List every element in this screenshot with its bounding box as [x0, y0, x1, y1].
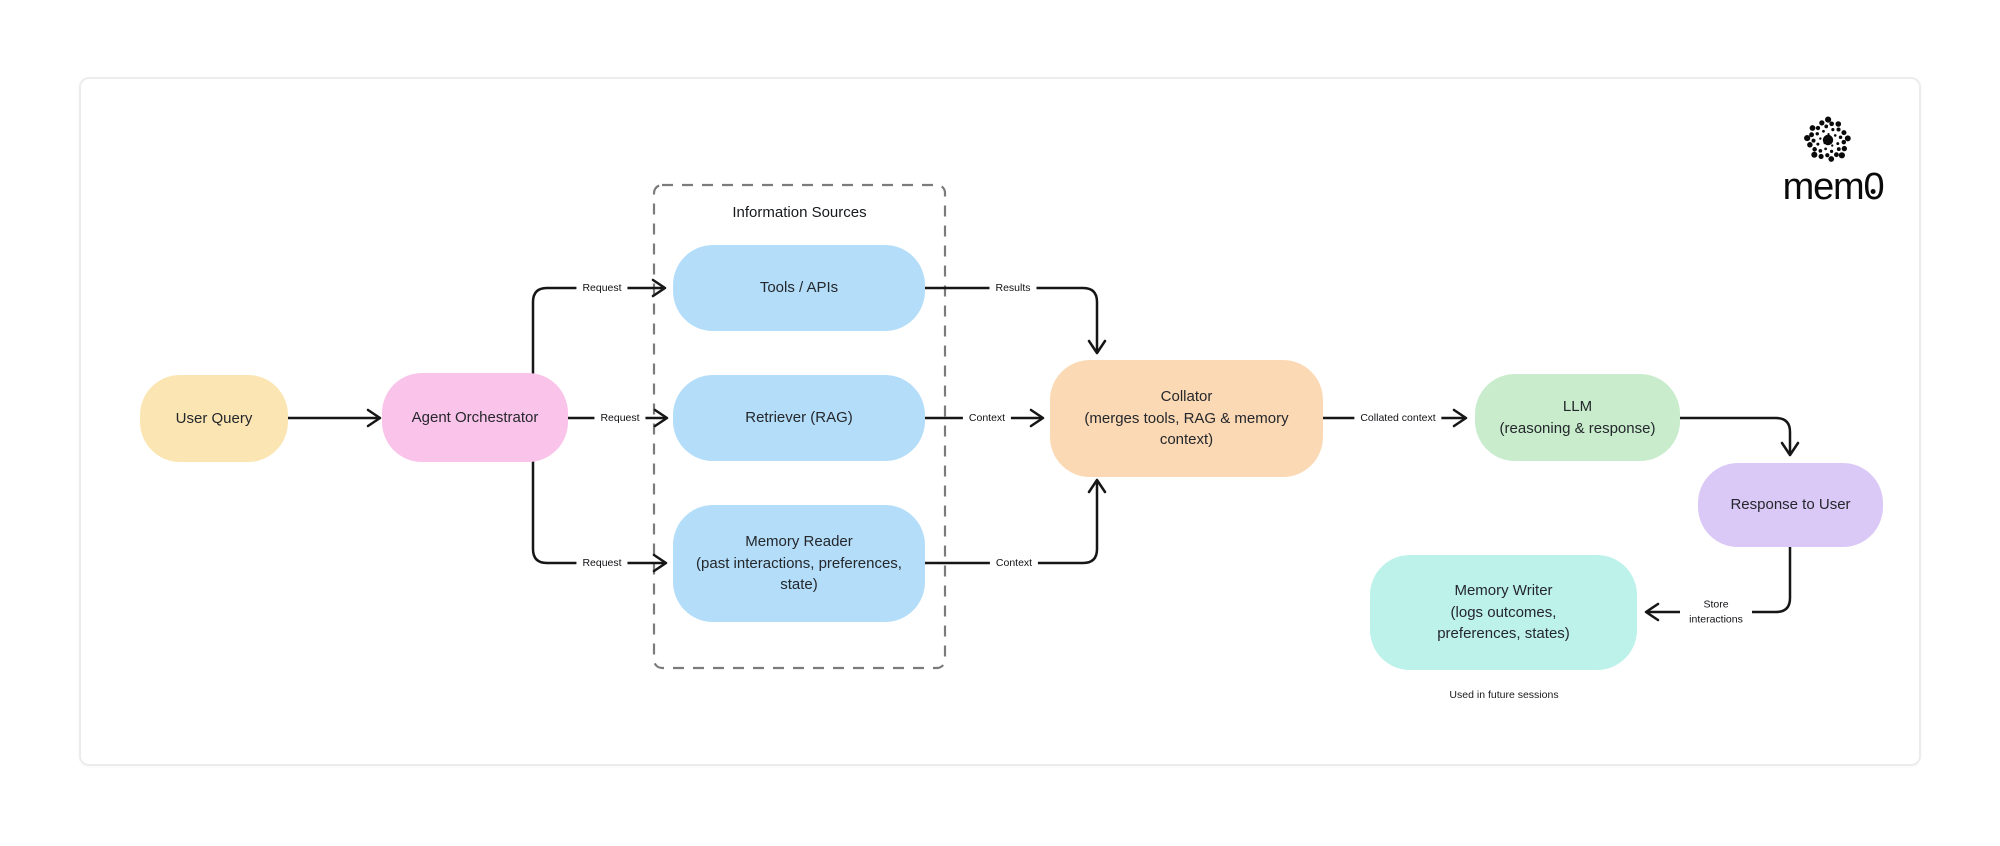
mem0-logo-text: mem0 [1782, 166, 1885, 208]
edge-label-collated-context: Collated context [1354, 411, 1442, 425]
node-agent-orchestrator-label: Agent Orchestrator [411, 408, 539, 426]
node-collator-label: Collator (merges tools, RAG & memory con… [1084, 388, 1289, 449]
node-response-to-user: Response to User [1698, 463, 1883, 547]
node-user-query-label: User Query [175, 409, 253, 427]
node-tools-apis: Tools / APIs [673, 245, 925, 331]
node-memory-reader: Memory Reader (past interactions, prefer… [673, 505, 925, 622]
edge-label-results: Results [989, 281, 1037, 295]
node-retriever-rag-label: Retriever (RAG) [745, 409, 853, 427]
edge-label-request-tools: Request [576, 281, 628, 295]
annotation-used-in-future-sessions: Used in future sessions [1449, 689, 1559, 701]
edge-label-context-memory: Context [989, 556, 1039, 570]
information-sources-title: Information Sources [732, 204, 867, 221]
node-agent-orchestrator: Agent Orchestrator [382, 373, 568, 462]
node-response-to-user-label: Response to User [1730, 496, 1851, 514]
node-memory-reader-label: Memory Reader (past interactions, prefer… [696, 533, 902, 594]
node-llm-label: LLM (reasoning & response) [1499, 398, 1656, 437]
node-memory-writer: Memory Writer (logs outcomes, preference… [1370, 555, 1637, 670]
node-user-query: User Query [140, 375, 288, 462]
node-collator: Collator (merges tools, RAG & memory con… [1050, 360, 1323, 477]
node-llm: LLM (reasoning & response) [1475, 374, 1680, 461]
edge-label-request-memory: Request [576, 556, 628, 570]
mem0-logo: mem0 [1770, 108, 1900, 218]
node-tools-apis-label: Tools / APIs [759, 279, 839, 297]
mem0-logo-icon [1804, 116, 1851, 162]
edge-label-context-retriever: Context [962, 411, 1012, 425]
node-retriever-rag: Retriever (RAG) [673, 375, 925, 461]
edge-label-store-interactions: Store interactions [1680, 596, 1752, 628]
edge-label-request-retriever: Request [594, 411, 646, 425]
node-memory-writer-label: Memory Writer (logs outcomes, preference… [1437, 582, 1570, 643]
